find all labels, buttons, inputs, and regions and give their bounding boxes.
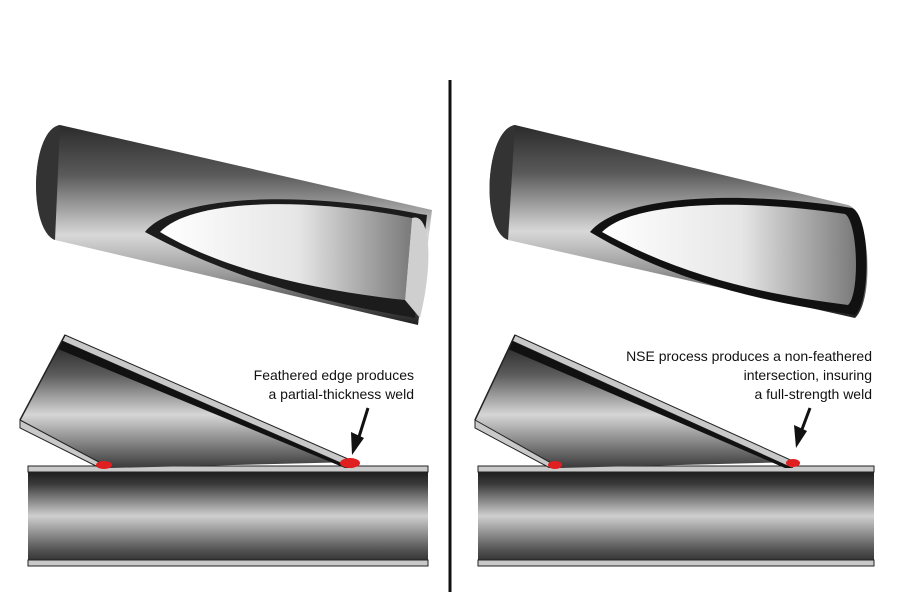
left-cut-tube	[36, 125, 433, 325]
right-cut-tube	[489, 125, 868, 318]
right-weld-outer	[786, 459, 800, 467]
right-weld-inner	[548, 461, 562, 469]
right-main-pipe	[478, 466, 874, 566]
left-assembly	[19, 334, 429, 567]
left-panel	[19, 125, 433, 567]
right-assembly	[474, 334, 875, 567]
right-caption: NSE process produces a non-feathered int…	[626, 347, 872, 404]
left-main-pipe	[28, 466, 428, 566]
right-caption-line-3: a full-strength weld	[754, 386, 872, 402]
right-caption-line-2: intersection, insuring	[743, 367, 872, 383]
left-weld-inner	[96, 461, 112, 469]
left-caption-line-2: a partial-thickness weld	[268, 386, 414, 402]
arrow-down-left-icon	[351, 407, 370, 455]
arrow-down-left-icon	[794, 407, 812, 448]
left-weld-outer	[340, 458, 360, 468]
right-caption-line-1: NSE process produces a non-feathered	[626, 348, 872, 364]
left-caption-line-1: Feathered edge produces	[253, 367, 414, 383]
right-panel	[474, 125, 875, 567]
left-caption: Feathered edge produces a partial-thickn…	[254, 366, 414, 404]
